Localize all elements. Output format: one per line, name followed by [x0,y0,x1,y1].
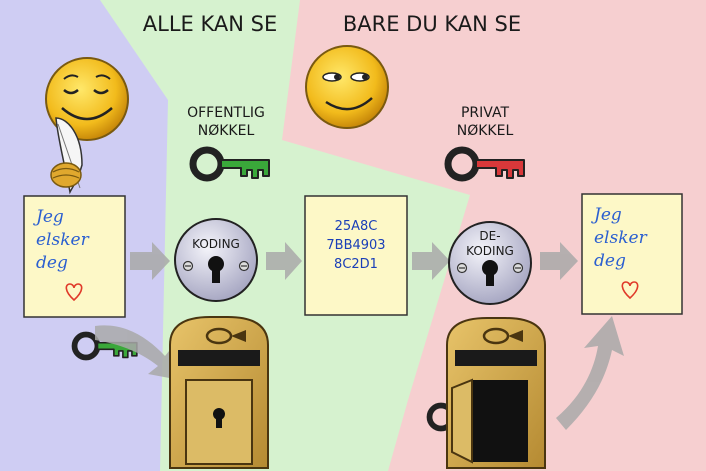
arrow-icon [412,242,450,280]
decode-lock-label-line2: KODING [466,244,514,258]
message-line: deg [36,253,68,273]
lock-icon: DE- KODING [448,221,532,305]
lock-icon: KODING [174,218,258,302]
decrypted-note: Jeg elsker deg [581,193,683,315]
quill-pen-icon [50,117,83,195]
private-key-label-line2: NØKKEL [457,123,514,139]
heart-icon [65,283,83,302]
cipher-line: 7BB4903 [326,238,385,253]
decrypted-line: Jeg [591,205,622,225]
cipher-line: 8C2D1 [334,257,378,272]
writer-smiley-icon [45,57,129,141]
message-line: Jeg [33,207,64,227]
sly-smiley-icon [305,45,389,129]
cipher-note: 25A8C 7BB4903 8C2D1 [304,195,408,316]
arrow-icon [95,325,180,380]
message-note: Jeg elsker deg [23,195,126,318]
mailbox-icon [446,317,546,469]
heart-icon [621,281,639,300]
message-line: elsker [36,230,90,250]
decrypted-line: elsker [594,228,648,248]
arrow-icon [130,242,170,280]
private-header: BARE DU KAN SE [343,12,521,36]
public-header: ALLE KAN SE [143,12,277,36]
decrypted-line: deg [594,251,626,271]
encode-lock-label: KODING [192,237,240,251]
arrow-icon [540,242,578,280]
cipher-line: 25A8C [335,219,378,234]
public-key-label-line2: NØKKEL [198,123,255,139]
arrow-icon [266,242,302,280]
public-key-label-line1: OFFENTLIG [187,105,265,121]
arrow-icon [556,316,624,430]
decode-lock-label-line1: DE- [479,229,500,243]
private-key-label-line1: PRIVAT [461,105,509,121]
mailbox-icon [169,316,269,469]
flow-arrows [95,242,624,430]
